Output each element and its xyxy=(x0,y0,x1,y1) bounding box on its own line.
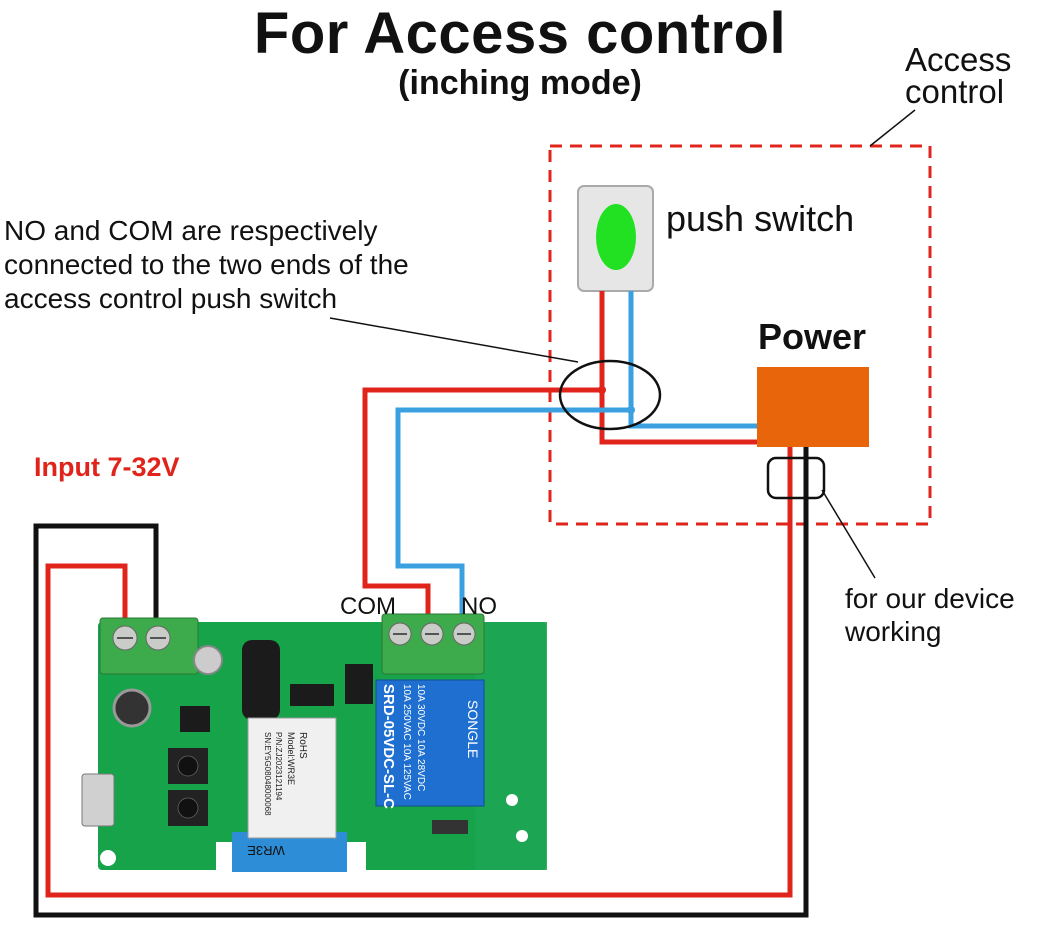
relay-rating-2: 10A 30VDC 10A 28VDC xyxy=(415,684,426,791)
power-box xyxy=(757,367,869,447)
module-text-3: SN:EY5G08048000068 xyxy=(263,732,272,816)
com-terminal-label: COM xyxy=(340,593,396,620)
power-black-wire xyxy=(33,447,809,918)
module-text-2: P/N:ZJ2023121194 xyxy=(274,732,283,801)
input-voltage-label: Input 7-32V xyxy=(34,452,180,482)
device-note-leader xyxy=(821,489,876,579)
power-label: Power xyxy=(758,316,867,357)
no-blue-wire xyxy=(395,407,631,620)
wiring-note: NO and COM are respectively connected to… xyxy=(4,215,409,314)
access-control-leader xyxy=(869,109,916,147)
switch-blue-wire xyxy=(628,291,757,429)
relay-brand: SONGLE xyxy=(465,700,481,758)
push-switch-button xyxy=(596,204,636,270)
junction-highlight xyxy=(558,359,662,431)
access-control-label: Access control xyxy=(905,41,1012,110)
relay-board xyxy=(81,613,547,872)
com-red-wire xyxy=(362,387,602,620)
relay xyxy=(375,679,485,807)
module-text-1: Model:WR3E xyxy=(286,732,296,785)
module-text-4: RoHS xyxy=(297,732,308,759)
page-title: For Access control xyxy=(253,1,787,66)
power-red-wire xyxy=(45,447,793,898)
wifi-module xyxy=(247,717,337,839)
wifi-label: WR3E xyxy=(247,843,285,858)
no-terminal-label: NO xyxy=(461,593,497,620)
note-leader xyxy=(329,317,579,363)
device-working-note: for our device working xyxy=(845,583,1015,647)
power-wire-highlight xyxy=(766,456,826,500)
access-control-boundary xyxy=(548,144,932,526)
relay-model: SRD-05VDC-SL-C xyxy=(380,684,397,809)
page-subtitle: (inching mode) xyxy=(398,64,642,102)
relay-rating-1: 10A 250VAC 10A 125VAC xyxy=(401,684,412,800)
switch-red-wire xyxy=(599,291,757,445)
push-switch-label: push switch xyxy=(666,198,855,239)
